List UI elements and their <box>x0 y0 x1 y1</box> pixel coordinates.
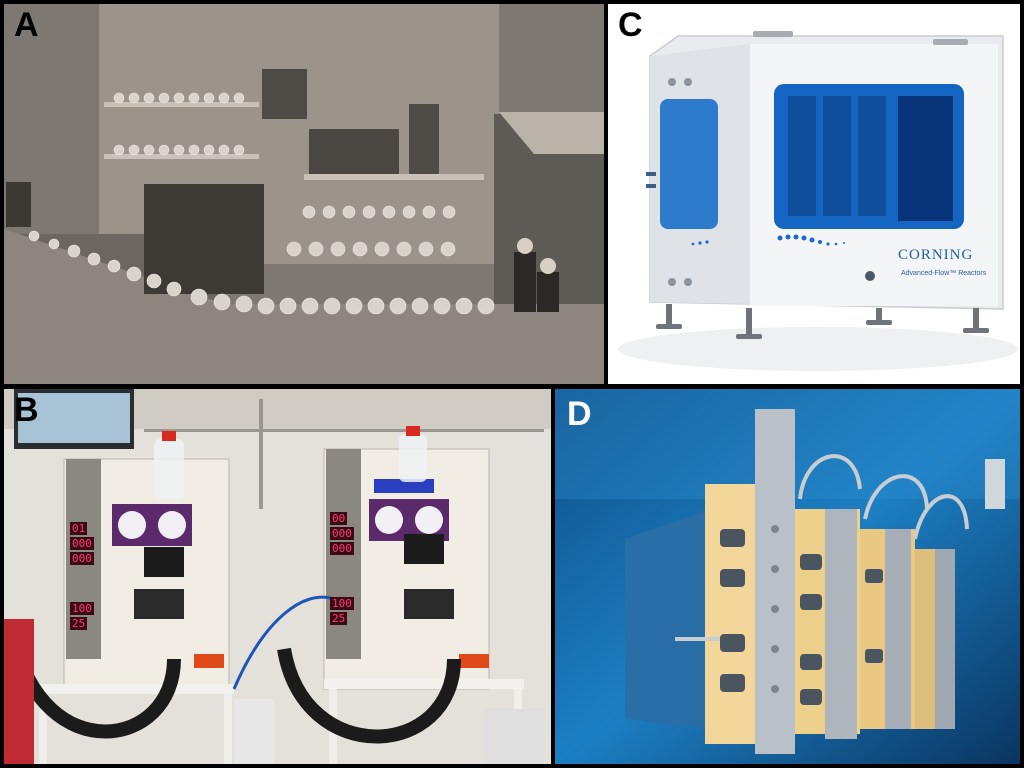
corning-product-text: Advanced-Flow™ Reactors <box>901 270 987 277</box>
panel-label: D <box>567 395 592 433</box>
pump-display-right-2: 000 <box>330 527 354 540</box>
panel-label: B <box>14 391 39 429</box>
pump-display-left-1: 01 <box>70 522 88 535</box>
pump-display-right-3: 000 <box>330 542 354 555</box>
panel-b-photo: 01 000 000 100 25 00 000 000 100 25 B <box>4 389 551 764</box>
pump-display-left-2: 000 <box>70 537 94 550</box>
panel-d-photo: D <box>555 389 1020 764</box>
pump-display-right-5: 25 <box>330 612 348 625</box>
pump-display-left-3: 000 <box>70 552 94 565</box>
panel-label: C <box>618 6 643 44</box>
panel-c-photo: CORNING Advanced-Flow™ Reactors C <box>608 4 1020 384</box>
historic-rooftop-photo <box>4 4 604 384</box>
pump-display-right-4: 100 <box>330 597 354 610</box>
flow-lab-photo <box>4 389 551 764</box>
panel-label: A <box>14 6 39 44</box>
panel-a-photo: A <box>4 4 604 384</box>
pump-display-left-4: 100 <box>70 602 94 615</box>
pump-display-left-5: 25 <box>70 617 88 630</box>
reactor-closeup-photo <box>555 389 1020 764</box>
pump-display-right-1: 00 <box>330 512 348 525</box>
corning-brand-text: CORNING <box>898 247 974 263</box>
corning-reactor-photo <box>618 31 1018 371</box>
